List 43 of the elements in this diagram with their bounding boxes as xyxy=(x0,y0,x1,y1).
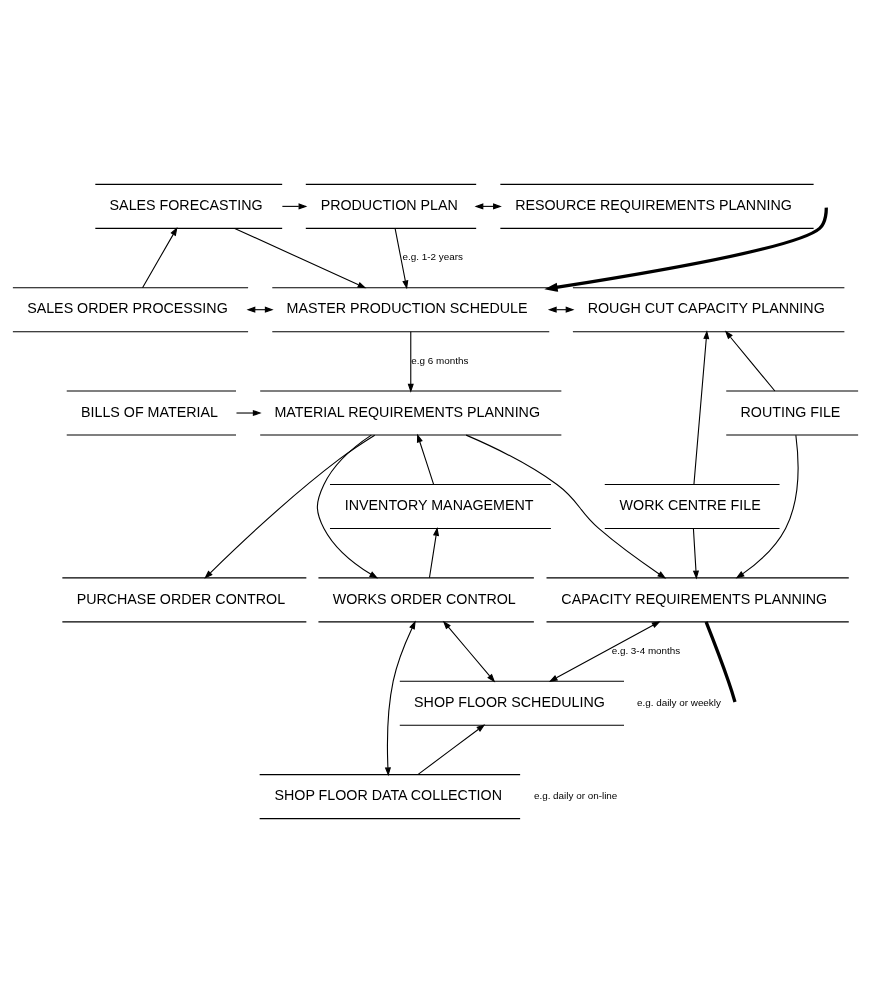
arrow xyxy=(246,306,274,313)
arrow xyxy=(548,620,661,682)
arrow xyxy=(234,227,367,288)
node-text: MATERIAL REQUIREMENTS PLANNING xyxy=(274,403,541,420)
node-text: SHOP FLOOR DATA COLLECTION xyxy=(274,786,502,803)
arrow xyxy=(394,227,409,289)
node-text: INVENTORY MANAGEMENT xyxy=(344,496,534,513)
node-text: RESOURCE REQUIREMENTS PLANNING xyxy=(515,196,792,213)
node-text: CAPACITY REQUIREMENTS PLANNING xyxy=(561,590,828,607)
node-text: SALES ORDER PROCESSING xyxy=(27,299,228,316)
node-text: SHOP FLOOR SCHEDULING xyxy=(414,693,605,710)
arrow xyxy=(692,527,699,579)
node-label: e.g. daily or on-line xyxy=(533,789,618,801)
node-text: SALES FORECASTING xyxy=(109,196,263,213)
arrow xyxy=(442,620,496,682)
arrow xyxy=(416,433,435,485)
arrow xyxy=(417,723,486,775)
arrow xyxy=(693,329,710,485)
arrow xyxy=(384,620,416,776)
arrow xyxy=(724,329,776,392)
node-text: BILLS OF MATERIAL xyxy=(81,403,218,420)
edge-label: e.g. 1-2 years xyxy=(402,250,463,262)
arrow xyxy=(316,434,379,578)
edge-label: e.g. 3-4 months xyxy=(611,644,681,656)
edge-label: e.g 6 months xyxy=(411,354,469,366)
arrow xyxy=(204,434,376,579)
node-text: PURCHASE ORDER CONTROL xyxy=(76,590,286,607)
node-text: MASTER PRODUCTION SCHEDULE xyxy=(286,299,528,316)
node-text: ROUTING FILE xyxy=(740,403,841,420)
connector xyxy=(704,620,737,702)
arrow xyxy=(474,202,502,209)
arrow xyxy=(235,409,262,416)
node-text: PRODUCTION PLAN xyxy=(320,196,458,213)
arrow xyxy=(407,330,414,393)
arrow xyxy=(428,526,440,578)
node-label: e.g. daily or weekly xyxy=(636,696,721,708)
arrow xyxy=(735,434,799,579)
arrow xyxy=(142,226,178,288)
node-text: ROUGH CUT CAPACITY PLANNING xyxy=(587,299,825,316)
node-text: WORK CENTRE FILE xyxy=(619,496,761,513)
node-text: WORKS ORDER CONTROL xyxy=(332,590,516,607)
arrow xyxy=(465,434,667,579)
arrow xyxy=(544,207,828,292)
